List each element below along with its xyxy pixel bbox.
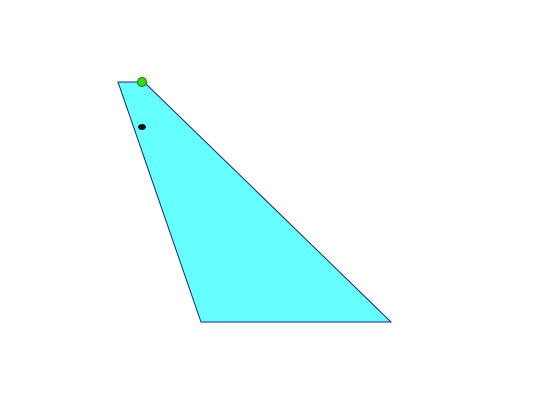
point-marker xyxy=(138,124,146,130)
trapezoid-shape xyxy=(117,81,393,323)
vertex-handle[interactable] xyxy=(137,77,147,87)
